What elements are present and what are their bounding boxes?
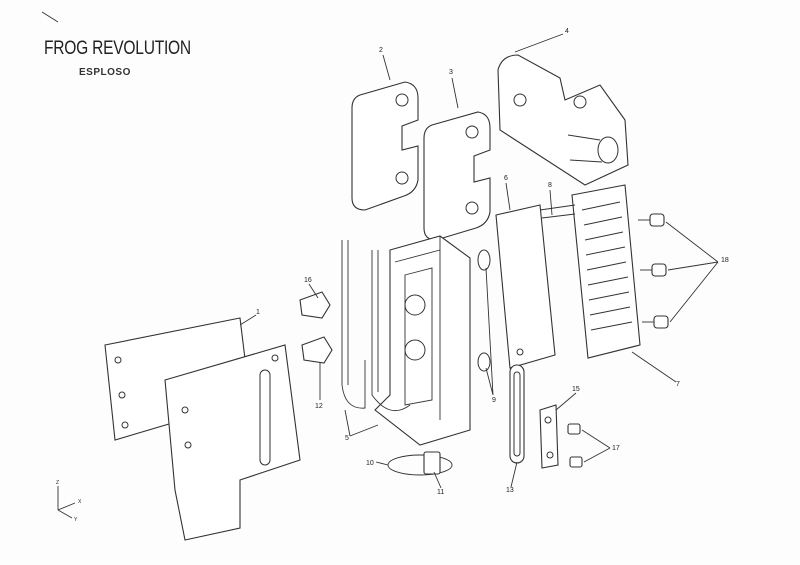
part-6-plate [495, 204, 556, 369]
callout-5: 5 [345, 435, 349, 442]
leader-lines [239, 33, 719, 489]
part-5-main-block [374, 235, 471, 446]
axis-triad: Z X Y [56, 480, 82, 523]
part-13-fitting [299, 291, 331, 319]
drawing-subtitle: ESPLOSO [79, 67, 131, 78]
callout-7: 7 [676, 381, 680, 388]
part-4-bracket [497, 54, 629, 186]
callout-4: 4 [565, 28, 569, 35]
callout-2: 2 [379, 47, 383, 54]
part-15-gasket [509, 364, 525, 464]
callout-12: 12 [315, 403, 323, 410]
callout-3: 3 [449, 69, 453, 76]
part-11-nut [423, 451, 441, 475]
drawing-title: FROG REVOLUTION [44, 38, 191, 59]
callout-11: 11 [437, 489, 444, 496]
callout-17: 17 [612, 445, 620, 452]
callout-8: 8 [548, 182, 552, 189]
part-9-o-rings [477, 249, 491, 372]
scan-mark [41, 11, 59, 23]
callout-15: 13 [506, 487, 514, 494]
callout-6: 6 [504, 175, 508, 182]
callout-18: 18 [721, 257, 729, 264]
part-3-c-plate [423, 111, 491, 241]
part-12-fitting [301, 336, 333, 364]
axis-y-label: Y [74, 517, 78, 523]
part-17-screws [567, 423, 583, 468]
callout-1: 1 [256, 309, 260, 316]
part-u-heater-element [341, 240, 411, 412]
callout-13: 16 [304, 277, 312, 284]
callout-16: 15 [572, 386, 580, 393]
callout-9: 9 [492, 397, 496, 404]
part-10-ring [387, 454, 453, 476]
part-7-grooved-block [539, 184, 641, 359]
axis-z-label: Z [56, 480, 59, 486]
part-16-clamp-plate [539, 404, 559, 469]
part-2-c-plate [351, 81, 419, 211]
axis-x-label: X [78, 499, 82, 505]
part-1-base-bracket [104, 317, 301, 541]
callout-10: 10 [366, 460, 374, 467]
part-18-screws [638, 213, 669, 329]
